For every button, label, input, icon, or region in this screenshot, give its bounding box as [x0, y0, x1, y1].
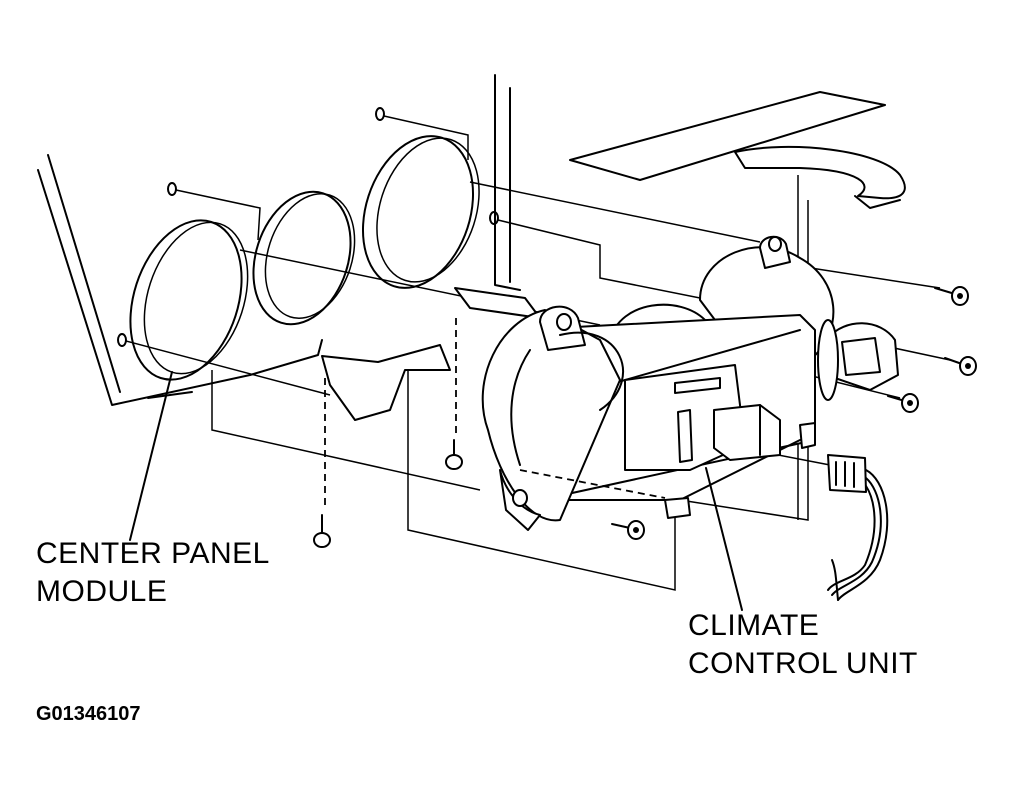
center-panel-module: [37, 154, 323, 406]
screw-1: [934, 286, 969, 306]
screw-2: [944, 356, 977, 376]
climate-control-unit-label: CLIMATE CONTROL UNIT: [688, 607, 918, 683]
screw-4: [611, 520, 645, 540]
screw-5: [445, 439, 463, 470]
gasket-plate: [321, 344, 451, 421]
climate-label-line1: CLIMATE: [688, 609, 820, 642]
wiring-harness: [827, 454, 889, 601]
figure-id: G01346107: [36, 703, 141, 725]
ribbon-cable: [569, 91, 906, 209]
screws: [313, 286, 977, 548]
climate-control-unit: [481, 235, 899, 531]
climate-label-line2: CONTROL UNIT: [688, 647, 918, 680]
hidden-edge-line: [324, 318, 666, 505]
screw-3: [887, 393, 919, 413]
callout-leaders: [129, 371, 743, 611]
bezel-lenses: [129, 135, 480, 381]
center-panel-module-label: CENTER PANEL MODULE: [36, 535, 270, 611]
center-panel-label-line1: CENTER PANEL: [36, 537, 270, 570]
mounting-strip: [454, 74, 541, 319]
center-panel-label-line2: MODULE: [36, 575, 168, 608]
screw-6: [313, 514, 331, 548]
